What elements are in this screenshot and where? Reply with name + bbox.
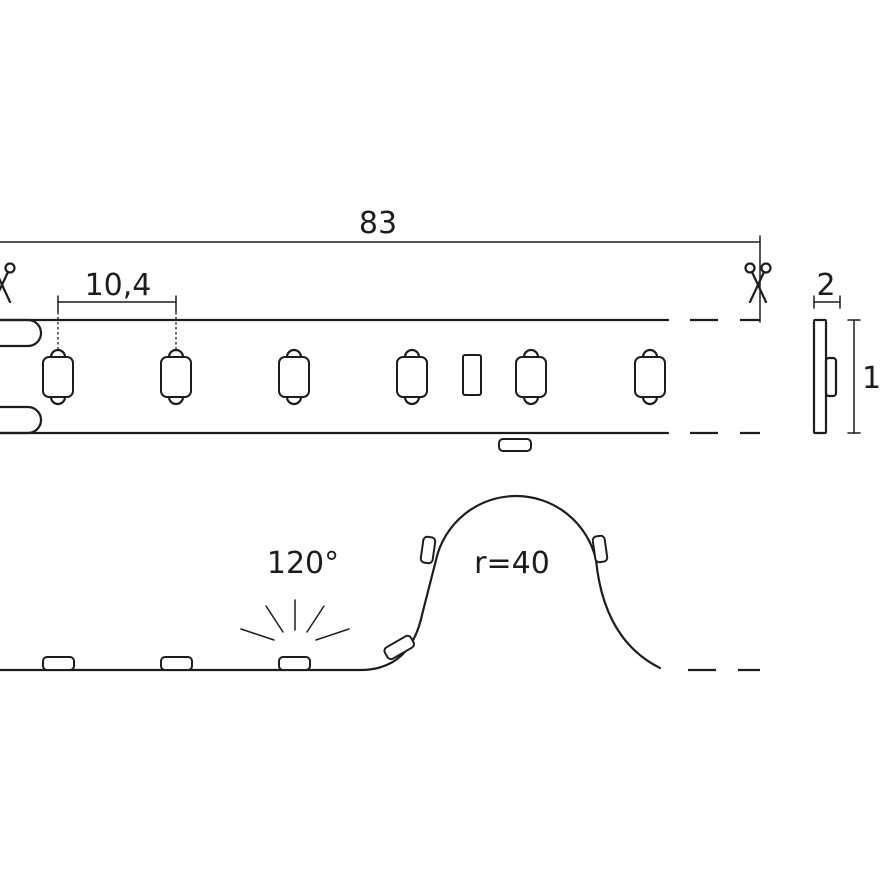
beam-angle-rays <box>240 599 350 641</box>
pitch-label: 10,4 <box>85 268 152 303</box>
led-side <box>160 656 193 671</box>
length-dimension: 83 <box>0 206 761 323</box>
strip-cross-section: 2 1 <box>812 268 880 435</box>
pitch-dimension: 10,4 <box>57 268 177 352</box>
led-chip <box>160 348 192 406</box>
solder-pad <box>0 405 43 435</box>
led-strip-top-view <box>0 318 760 435</box>
beam-angle-label: 120° <box>267 546 339 581</box>
width-label: 1 <box>862 361 880 396</box>
led-side <box>591 534 609 564</box>
led-side <box>278 656 311 671</box>
resistor <box>462 354 482 396</box>
scissors-icon <box>0 262 16 304</box>
led-chip <box>42 348 74 406</box>
led-side <box>383 634 416 661</box>
led-chip <box>278 348 310 406</box>
led-side <box>498 438 532 452</box>
led-chip <box>634 348 666 406</box>
thickness-label: 2 <box>816 268 835 303</box>
led-side <box>419 535 437 565</box>
bend-radius-label: r=40 <box>474 546 550 581</box>
led-chip <box>396 348 428 406</box>
scissors-icon <box>744 262 772 304</box>
led-chip <box>515 348 547 406</box>
solder-pad <box>0 318 43 348</box>
length-label: 83 <box>359 206 397 241</box>
led-strip-side-view: 120° r=40 <box>0 438 760 672</box>
led-side <box>42 656 75 671</box>
